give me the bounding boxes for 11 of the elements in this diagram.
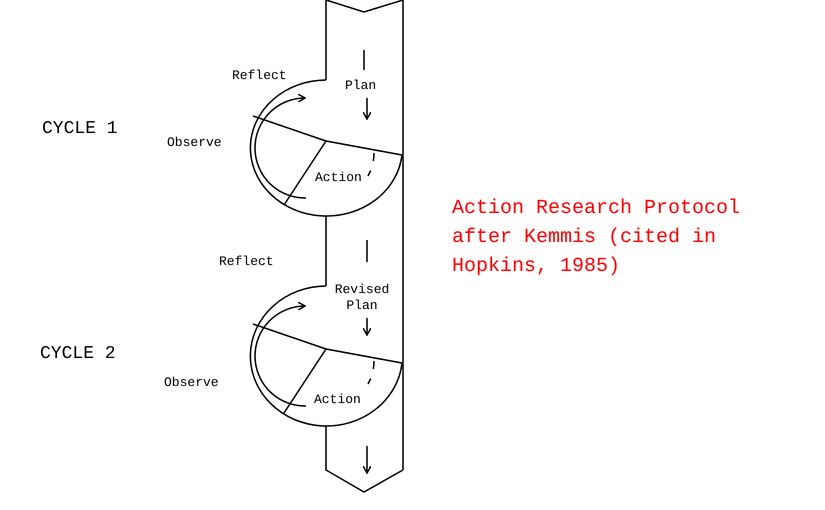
step-label: Action xyxy=(314,392,361,408)
cycle-label: CYCLE 2 xyxy=(40,346,116,362)
caption: Action Research Protocol after Kemmis (cited in Hopkins, 1985) xyxy=(452,196,742,280)
step-label: Plan xyxy=(345,78,376,94)
cycle-label: CYCLE 1 xyxy=(42,121,118,137)
step-label: Observe xyxy=(164,375,219,391)
step-label: Revised Plan xyxy=(334,282,390,314)
step-label: Observe xyxy=(167,135,222,151)
step-label: Reflect xyxy=(232,68,287,84)
step-label: Reflect xyxy=(219,254,274,270)
step-label: Action xyxy=(315,170,362,186)
